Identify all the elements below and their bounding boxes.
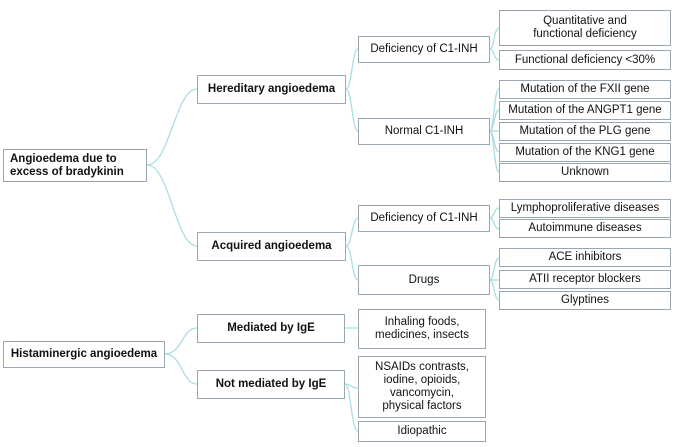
- connector: [344, 383, 359, 432]
- connector: [164, 327, 198, 355]
- node-mutation-fxii: Mutation of the FXII gene: [499, 80, 671, 99]
- node-hereditary-angioedema: Hereditary angioedema: [197, 75, 346, 104]
- node-autoimmune: Autoimmune diseases: [499, 219, 671, 238]
- node-mutation-kng1: Mutation of the KNG1 gene: [499, 143, 671, 162]
- node-mutation-angpt1: Mutation of the ANGPT1 gene: [499, 101, 671, 120]
- node-lymphoproliferative: Lymphoproliferative diseases: [499, 199, 671, 218]
- node-unknown: Unknown: [499, 163, 671, 182]
- connector: [345, 245, 359, 281]
- connector: [489, 279, 500, 301]
- node-her-deficiency-c1inh: Deficiency of C1-INH: [358, 36, 490, 63]
- node-not-mediated-by-ige: Not mediated by IgE: [197, 370, 345, 399]
- connector: [345, 48, 359, 90]
- node-normal-c1inh: Normal C1-INH: [358, 118, 490, 145]
- node-acq-deficiency-c1inh: Deficiency of C1-INH: [358, 205, 490, 232]
- connector: [489, 217, 500, 230]
- node-inhaling-foods: Inhaling foods, medicines, insects: [358, 309, 486, 349]
- node-idiopathic: Idiopathic: [358, 421, 486, 442]
- node-quantitative-functional: Quantitative and functional deficiency: [499, 10, 671, 46]
- connector: [164, 353, 198, 385]
- node-mutation-plg: Mutation of the PLG gene: [499, 122, 671, 141]
- node-mediated-by-ige: Mediated by IgE: [197, 314, 345, 343]
- connector: [489, 257, 500, 281]
- connector: [489, 130, 500, 173]
- node-functional-deficiency: Functional deficiency <30%: [499, 50, 671, 70]
- root-histaminergic: Histaminergic angioedema: [3, 341, 165, 368]
- root-bradykinin: Angioedema due to excess of bradykinin: [3, 149, 147, 182]
- node-drugs: Drugs: [358, 265, 490, 295]
- connector: [489, 48, 500, 61]
- connector: [489, 27, 500, 50]
- node-atii-blockers: ATII receptor blockers: [499, 270, 671, 289]
- node-ace-inhibitors: ACE inhibitors: [499, 248, 671, 267]
- connector: [489, 207, 500, 219]
- node-glyptines: Glyptines: [499, 291, 671, 310]
- connector: [146, 88, 198, 166]
- connector: [345, 88, 359, 132]
- node-acquired-angioedema: Acquired angioedema: [197, 232, 346, 261]
- connector: [345, 217, 359, 247]
- node-nsaids: NSAIDs contrasts, iodine, opioids, vanco…: [358, 356, 486, 418]
- connector: [146, 164, 198, 247]
